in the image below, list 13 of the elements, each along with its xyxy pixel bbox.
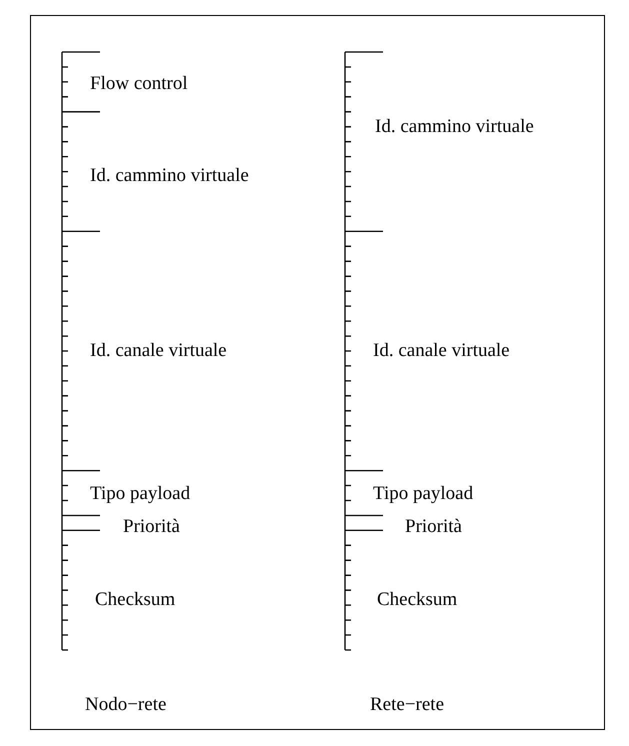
field-label: Tipo payload [90, 483, 190, 505]
field-label: Tipo payload [373, 483, 474, 505]
field-label: Checksum [377, 589, 458, 611]
field-label: Priorità [123, 516, 180, 538]
column-caption: Nodo−rete [85, 694, 166, 716]
field-label: Id. cammino virtuale [90, 165, 249, 187]
column-caption: Rete−rete [370, 694, 444, 716]
field-label: Flow control [90, 73, 188, 95]
field-label: Id. canale virtuale [373, 340, 510, 362]
field-label: Priorità [405, 516, 462, 538]
field-label: Checksum [95, 589, 176, 611]
field-label: Id. canale virtuale [90, 340, 227, 362]
field-label: Id. cammino virtuale [375, 116, 534, 138]
